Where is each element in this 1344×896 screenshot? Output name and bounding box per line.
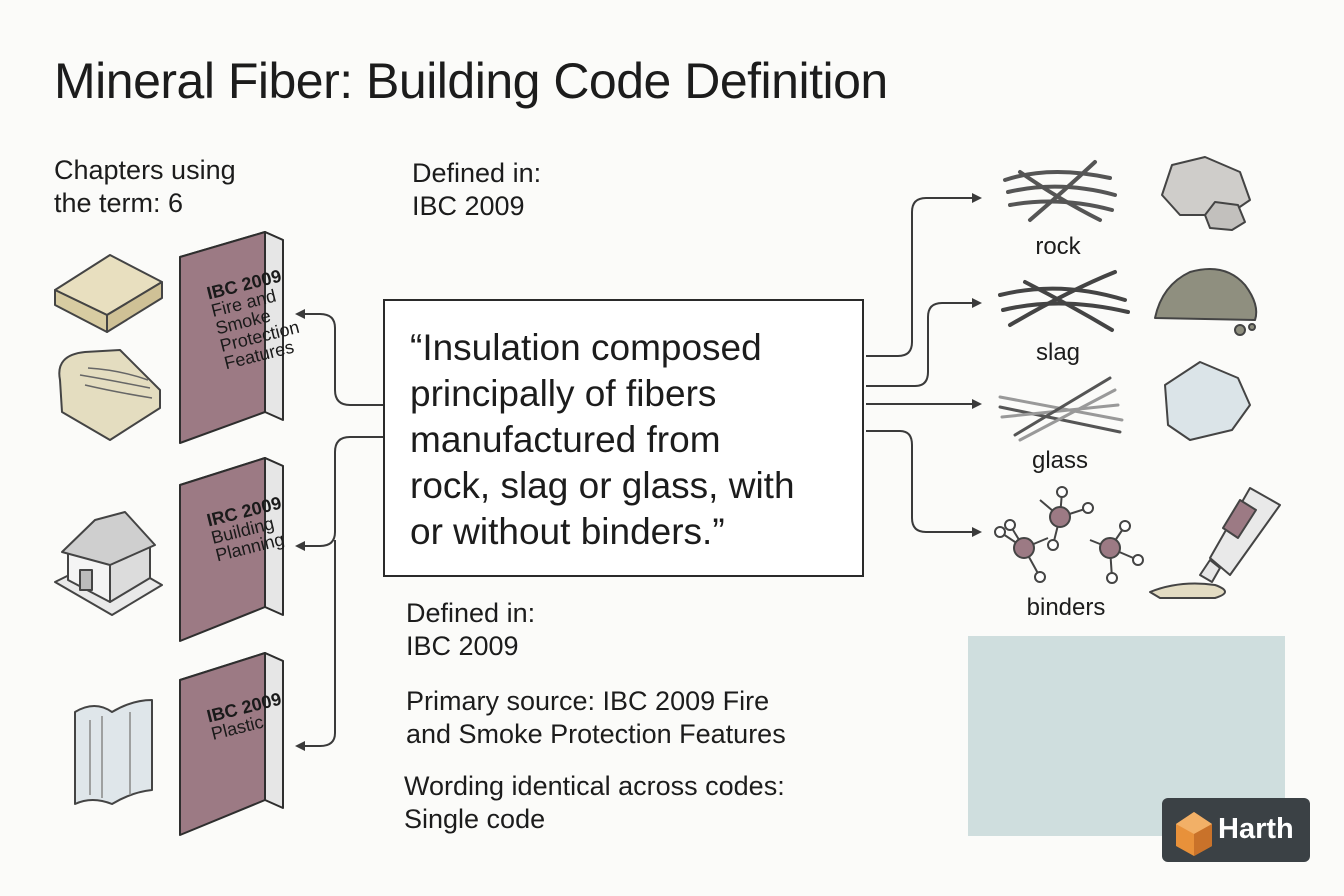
defined-in-bottom-line-2: IBC 2009 <box>406 631 519 661</box>
material-label-rock: rock <box>1035 233 1081 260</box>
definition-line-5: or without binders.” <box>410 511 725 552</box>
connector-to-slag <box>866 298 982 387</box>
page-title: Mineral Fiber: Building Code Definition <box>54 53 888 109</box>
logo-cube-icon <box>1176 812 1212 856</box>
insulation-roll-icon <box>58 349 161 441</box>
primary-source-line-1: Primary source: IBC 2009 Fire <box>406 686 770 716</box>
chapters-line-2: the term: 6 <box>54 188 184 218</box>
rock-fiber-icon <box>1003 160 1117 222</box>
glue-tube-icon <box>1149 487 1281 599</box>
definition-line-4: rock, slag or glass, with <box>410 465 795 506</box>
definition-line-3: manufactured from <box>410 419 721 460</box>
slag-pile-icon <box>1154 268 1258 336</box>
connector-to-rock <box>866 193 982 357</box>
logo-text: Harth <box>1218 813 1294 845</box>
harth-logo: Harth <box>1162 798 1310 862</box>
house-icon <box>54 511 163 616</box>
plastic-sheet-icon <box>74 699 153 805</box>
defined-in-bottom: Defined in: IBC 2009 <box>406 597 535 663</box>
material-label-binders: binders <box>1026 594 1106 621</box>
right-connectors <box>866 193 982 537</box>
wording-line-2: Single code <box>404 804 546 834</box>
binder-molecules-icon <box>994 486 1144 584</box>
wording-line-1: Wording identical across codes: <box>404 771 785 801</box>
wording-identical: Wording identical across codes: Single c… <box>404 770 785 836</box>
definition-line-1: “Insulation composed <box>410 327 762 368</box>
definition-text: “Insulation composed principally of fibe… <box>410 325 850 555</box>
slag-fiber-icon <box>998 270 1130 332</box>
book-icon-1 <box>179 231 284 444</box>
defined-in-top-line-2: IBC 2009 <box>412 191 525 221</box>
material-label-slag: slag <box>1035 339 1081 366</box>
connector-to-book-3 <box>295 540 336 751</box>
defined-in-top-line-1: Defined in: <box>412 158 542 188</box>
rock-stone-icon <box>1161 156 1251 231</box>
material-label-glass: glass <box>1031 447 1089 474</box>
defined-in-bottom-line-1: Defined in: <box>406 598 536 628</box>
definition-line-2: principally of fibers <box>410 373 717 414</box>
definition-box: “Insulation composed principally of fibe… <box>383 299 864 577</box>
connector-to-book-2 <box>295 436 383 551</box>
glass-crystal-icon <box>1164 361 1251 441</box>
connector-to-book-1 <box>295 309 383 406</box>
chapters-line-1: Chapters using <box>54 155 236 185</box>
primary-source: Primary source: IBC 2009 Fire and Smoke … <box>406 685 786 751</box>
connector-to-binders <box>866 430 982 537</box>
left-connectors <box>295 309 383 751</box>
chapters-count-label: Chapters using the term: 6 <box>54 154 236 220</box>
defined-in-top: Defined in: IBC 2009 <box>412 157 541 223</box>
book-icon-2 <box>179 457 284 642</box>
glass-fiber-icon <box>998 376 1124 442</box>
primary-source-line-2: and Smoke Protection Features <box>406 719 786 749</box>
book-icon-3 <box>179 652 284 836</box>
insulation-batt-icon <box>54 254 163 333</box>
